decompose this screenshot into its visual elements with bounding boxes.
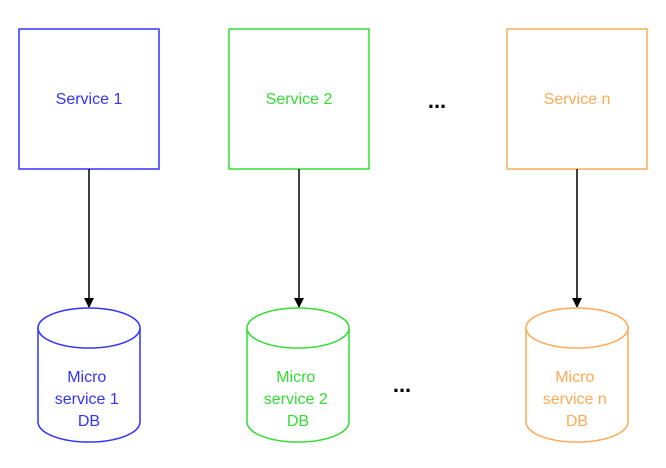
service-box-n-shape (506, 28, 648, 170)
service-1-label: Service 1 (56, 91, 123, 108)
database-2-label-line-3: DB (287, 413, 309, 430)
database-n-body (525, 328, 629, 443)
database-n-label-line-2: service n (543, 391, 607, 408)
database-2-top (246, 307, 350, 349)
database-1: Micro service 1 DB (37, 307, 141, 443)
service-box-1-shape (18, 28, 160, 170)
database-2-label-line-1: Micro (276, 369, 315, 386)
database-n-label: Micro service n DB (543, 369, 611, 430)
service-box-2-shape (228, 28, 370, 170)
service-n-label: Service n (544, 91, 611, 108)
database-n-label-line-1: Micro (555, 369, 594, 386)
services-ellipsis: ... (428, 88, 446, 113)
service-box-n: Service n (506, 28, 648, 170)
service-box-1: Service 1 (18, 28, 160, 170)
database-2-label-line-2: service 2 (264, 391, 328, 408)
database-2-label: Micro service 2 DB (264, 369, 332, 430)
database-1-top (37, 307, 141, 349)
database-1-label-line-1: Micro (67, 369, 106, 386)
database-1-label: Micro service 1 DB (55, 369, 123, 430)
database-2-body (246, 328, 350, 443)
database-1-label-line-2: service 1 (55, 391, 119, 408)
service-box-2: Service 2 (228, 28, 370, 170)
database-2: Micro service 2 DB (246, 307, 350, 443)
databases-ellipsis: ... (393, 372, 411, 397)
database-n-top (525, 307, 629, 349)
database-n-label-line-3: DB (566, 413, 588, 430)
database-1-body (37, 328, 141, 443)
database-1-label-line-3: DB (78, 413, 100, 430)
database-n: Micro service n DB (525, 307, 629, 443)
service-2-label: Service 2 (266, 91, 333, 108)
